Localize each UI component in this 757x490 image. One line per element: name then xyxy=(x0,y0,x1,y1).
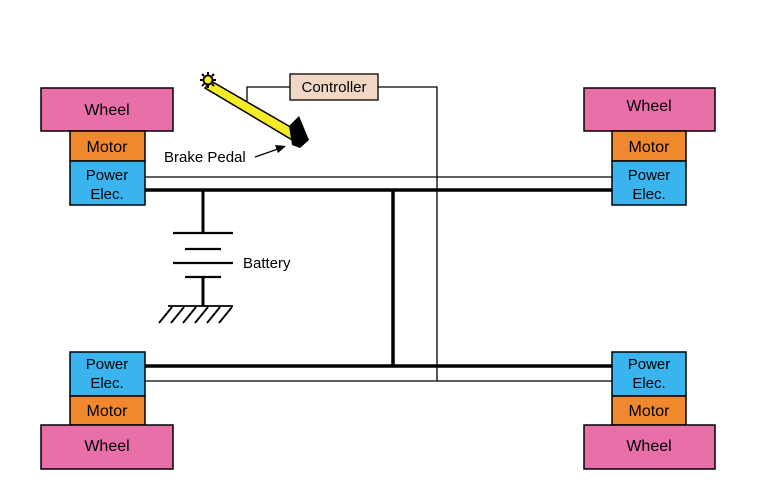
motor-label: Motor xyxy=(629,139,671,156)
brake-pedal-arrow xyxy=(254,145,286,158)
brake-pedal-label: Brake Pedal xyxy=(164,149,246,166)
power-elec-label-line1: Power xyxy=(86,167,129,184)
wheel-box xyxy=(40,424,174,470)
controller-box: Controller xyxy=(289,73,379,101)
battery-label: Battery xyxy=(243,255,291,272)
power-elec-label-line2: Elec. xyxy=(632,186,665,203)
ground-symbol xyxy=(158,305,233,324)
motor-box xyxy=(611,395,687,426)
wheel-unit-top-left: Wheel Motor Power Elec. xyxy=(40,87,174,206)
pivot-gear-icon xyxy=(200,72,216,88)
battery-symbol xyxy=(173,231,233,279)
power-elec-label-line1: Power xyxy=(628,356,671,373)
motor-label: Motor xyxy=(629,403,671,420)
power-electronics-box xyxy=(611,351,687,397)
motor-box xyxy=(611,130,687,162)
power-electronics-box xyxy=(69,160,146,206)
wheel-unit-top-right: Wheel Motor Power Elec. xyxy=(583,87,716,206)
power-elec-label-line1: Power xyxy=(628,167,671,184)
motor-box xyxy=(69,395,146,426)
wheel-unit-bottom-right: Power Elec. Motor Wheel xyxy=(583,351,716,470)
wheel-label: Wheel xyxy=(84,438,129,455)
power-elec-label-line2: Elec. xyxy=(90,186,123,203)
controller-label: Controller xyxy=(301,79,366,96)
wiring xyxy=(145,86,612,382)
power-elec-label-line2: Elec. xyxy=(632,375,665,392)
wheel-label: Wheel xyxy=(84,102,129,119)
power-elec-label-line2: Elec. xyxy=(90,375,123,392)
wheel-box xyxy=(583,87,716,132)
controller-signal-line xyxy=(378,86,438,381)
power-elec-label-line1: Power xyxy=(86,356,129,373)
motor-box xyxy=(69,130,146,162)
wheel-box xyxy=(40,87,174,132)
pedal-sensor-line xyxy=(246,86,290,101)
brake-pedal[interactable] xyxy=(200,72,309,148)
wheel-label: Wheel xyxy=(626,438,671,455)
power-electronics-box xyxy=(611,160,687,206)
wheel-box xyxy=(583,424,716,470)
motor-label: Motor xyxy=(87,139,129,156)
power-electronics-box xyxy=(69,351,146,397)
motor-label: Motor xyxy=(87,403,129,420)
wheel-unit-bottom-left: Power Elec. Motor Wheel xyxy=(40,351,174,470)
wheel-label: Wheel xyxy=(626,98,671,115)
pedal-pad xyxy=(289,116,309,148)
